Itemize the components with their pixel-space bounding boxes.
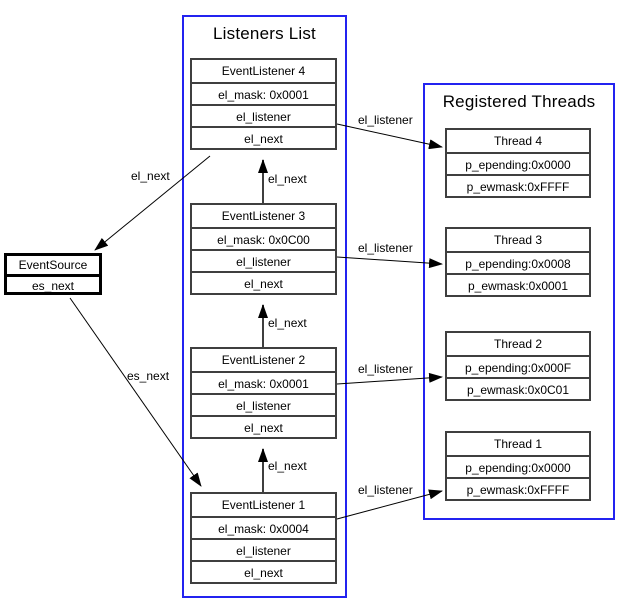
record-field-el-mask: el_mask: 0x0001 [192,371,335,393]
record-field-el-mask: el_mask: 0x0001 [192,82,335,104]
record-title: EventListener 2 [192,349,335,371]
registered-threads-panel: Registered Threads [423,83,615,520]
record-title: EventListener 4 [192,60,335,82]
event-listener-4-box: EventListener 4 el_mask: 0x0001 el_liste… [190,58,337,150]
record-field-p-ewmask: p_ewmask:0x0C01 [447,377,589,399]
thread-2-box: Thread 2 p_epending:0x000F p_ewmask:0x0C… [445,331,591,401]
record-title: Thread 2 [447,333,589,355]
record-title: Thread 3 [447,229,589,251]
event-listener-1-box: EventListener 1 el_mask: 0x0004 el_liste… [190,492,337,584]
event-source-box: EventSource es_next [4,253,102,295]
record-field-el-listener: el_listener [192,393,335,415]
edge-label-el-listener-t1: el_listener [358,483,413,497]
edge-label-el-listener-t4: el_listener [358,113,413,127]
record-field-p-ewmask: p_ewmask:0xFFFF [447,174,589,196]
thread-4-box: Thread 4 p_epending:0x0000 p_ewmask:0xFF… [445,128,591,198]
record-field-el-mask: el_mask: 0x0C00 [192,227,335,249]
record-field-el-listener: el_listener [192,249,335,271]
registered-threads-title: Registered Threads [442,92,596,111]
edge-label-el-listener-t3: el_listener [358,241,413,255]
edge-label-el-next-source: el_next [131,169,170,183]
event-listener-3-box: EventListener 3 el_mask: 0x0C00 el_liste… [190,203,337,295]
record-field-el-next: el_next [192,126,335,148]
record-field-p-epending: p_epending:0x0000 [447,152,589,174]
record-field-p-epending: p_epending:0x000F [447,355,589,377]
record-title: Thread 4 [447,130,589,152]
edge-label-es-next: es_next [127,369,170,383]
record-field-p-epending: p_epending:0x0008 [447,251,589,273]
record-field-p-ewmask: p_ewmask:0x0001 [447,273,589,295]
thread-1-box: Thread 1 p_epending:0x0000 p_ewmask:0xFF… [445,431,591,501]
event-listener-2-box: EventListener 2 el_mask: 0x0001 el_liste… [190,347,337,439]
record-field-p-epending: p_epending:0x0000 [447,455,589,477]
record-title: EventListener 1 [192,494,335,516]
listeners-list-title: Listeners List [213,24,316,43]
record-title: Thread 1 [447,433,589,455]
record-field-el-listener: el_listener [192,538,335,560]
record-field-el-mask: el_mask: 0x0004 [192,516,335,538]
record-field-p-ewmask: p_ewmask:0xFFFF [447,477,589,499]
record-field-el-listener: el_listener [192,104,335,126]
edge-label-el-listener-t2: el_listener [358,362,413,376]
record-title: EventSource [7,256,99,274]
record-title: EventListener 3 [192,205,335,227]
record-field-el-next: el_next [192,560,335,582]
record-field-es-next: es_next [7,274,99,292]
record-field-el-next: el_next [192,271,335,293]
thread-3-box: Thread 3 p_epending:0x0008 p_ewmask:0x00… [445,227,591,297]
record-field-el-next: el_next [192,415,335,437]
